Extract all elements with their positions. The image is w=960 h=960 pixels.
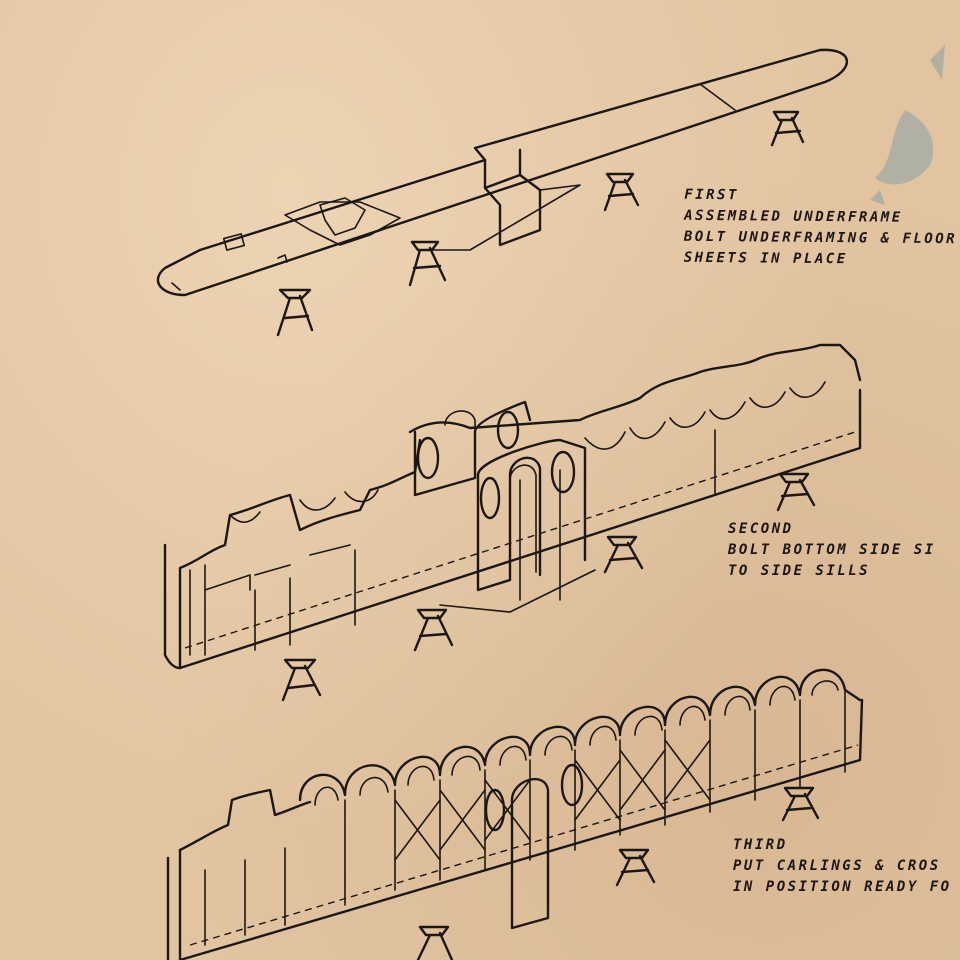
- underframe-drawing: [156, 48, 849, 337]
- trestle: [416, 925, 454, 960]
- trestle: [276, 288, 314, 337]
- step-first-line-1: Assembled Underframe: [684, 207, 903, 226]
- step-second-note: Second Bolt bottom side si to side sills: [728, 519, 936, 582]
- step-third-note: Third Put carlings & cros in position re…: [733, 835, 952, 898]
- step-first-line-3: Sheets in place: [683, 249, 848, 268]
- step-first-line-2: Bolt underframing & Floor: [683, 228, 958, 248]
- step-second-heading: Second: [728, 521, 794, 537]
- trestle: [603, 535, 644, 574]
- step-first-note: First Assembled Underframe Bolt underfra…: [684, 185, 958, 271]
- trestle: [281, 658, 322, 702]
- trestle: [408, 240, 447, 287]
- trestle: [770, 110, 805, 147]
- carlings-drawing: [166, 668, 864, 960]
- step-second-line-1: Bolt bottom side si: [728, 542, 936, 558]
- step-first-heading: First: [684, 186, 740, 204]
- step-second-line-2: to side sills: [728, 563, 871, 579]
- trestle: [413, 608, 454, 652]
- trestle: [781, 786, 820, 822]
- side-sheets-drawing: [163, 343, 862, 702]
- trestle: [603, 172, 640, 212]
- trestle: [776, 472, 816, 512]
- ink-stain: [870, 45, 945, 205]
- trestle: [615, 848, 656, 887]
- step-third-line-1: Put carlings & cros: [733, 858, 941, 874]
- step-third-heading: Third: [733, 837, 788, 853]
- step-third-line-2: in position ready fo: [733, 879, 952, 895]
